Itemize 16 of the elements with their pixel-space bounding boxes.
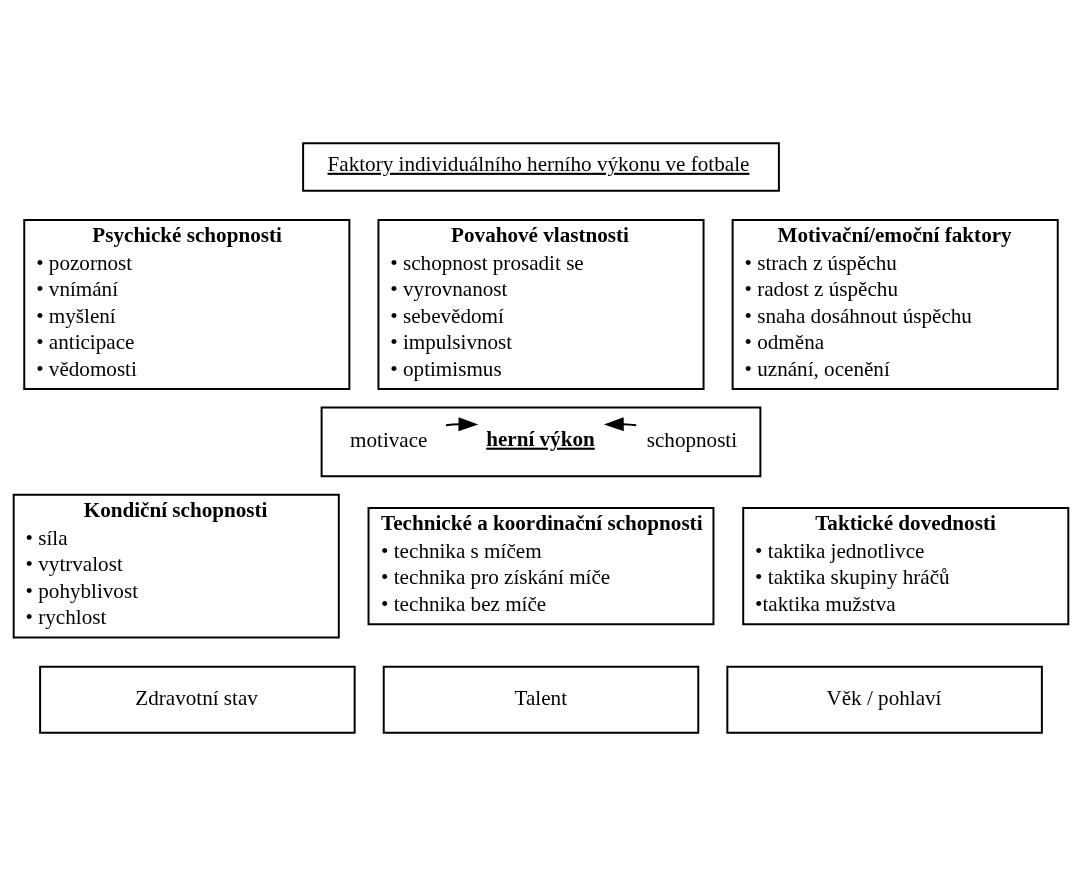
arrow (445, 416, 479, 431)
node-box: Kondiční schopnosti • síla • vytrvalost • pohyblivost • rychlost (12, 493, 340, 639)
node-box: Faktory individuálního herního výkonu ve fotbale (302, 141, 780, 192)
node-box: Talent (382, 665, 700, 734)
node-box: Taktické dovednosti • taktika jednotlivce • taktika skupiny hráčů •taktika mužstva (742, 506, 1070, 625)
node-text: schopnosti (646, 427, 738, 452)
node-text: motivace (350, 427, 428, 452)
node-text: herní výkon (486, 426, 595, 451)
node-box: Technické a koordinační schopnosti • technika s míčem • technika pro získání míče • technika bez míče (367, 506, 715, 625)
node-box: Zdravotní stav (39, 665, 356, 734)
node-box: Věk / pohlaví (726, 665, 1043, 734)
node-box: Psychické schopnosti • pozornost • vnímání • myšlení • anticipace • vědomosti (23, 218, 351, 390)
node-box: Povahové vlastnosti • schopnost prosadit se • vyrovnanost • sebevědomí • impulsivnost • optimismus (377, 218, 705, 390)
cluster (320, 406, 762, 477)
arrow (603, 416, 638, 431)
node-box: Motivační/emoční faktory • strach z úspěchu • radost z úspěchu • snaha dosáhnout úspěchu • odměna • uznání, ocenění (731, 218, 1059, 390)
